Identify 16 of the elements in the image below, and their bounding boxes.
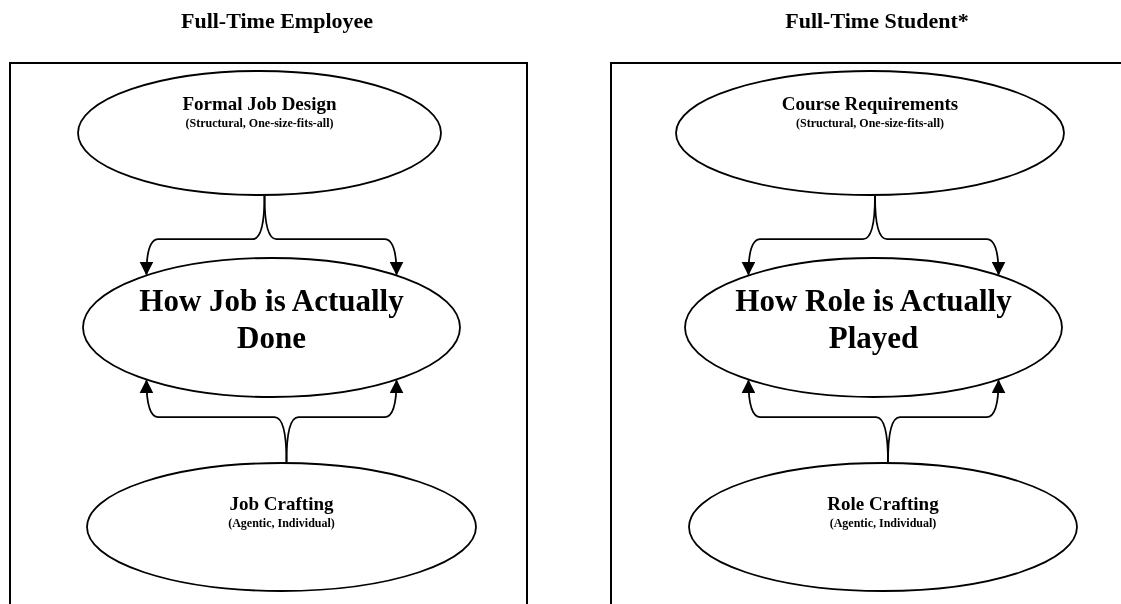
- arrow: [263, 195, 404, 276]
- panel-heading: Full-Time Student*: [785, 8, 969, 34]
- panel-heading: Full-Time Employee: [180, 8, 374, 34]
- node-title: How Job is Actually Done: [138, 282, 405, 357]
- node-title: How Role is Actually Played: [734, 282, 1013, 357]
- node-title: Formal Job Design: [181, 92, 338, 116]
- node-subtitle: (Structural, One-size-fits-all): [795, 115, 945, 131]
- node-title: Role Crafting: [826, 492, 940, 516]
- arrow: [874, 195, 1006, 276]
- node-subtitle: (Structural, One-size-fits-all): [184, 115, 335, 131]
- node-title: Course Requirements: [780, 92, 960, 116]
- arrow: [887, 379, 1006, 463]
- node-subtitle: (Agentic, Individual): [227, 515, 336, 531]
- arrow: [285, 379, 404, 463]
- node-title: Job Crafting: [228, 492, 335, 516]
- node-subtitle: (Agentic, Individual): [828, 515, 938, 531]
